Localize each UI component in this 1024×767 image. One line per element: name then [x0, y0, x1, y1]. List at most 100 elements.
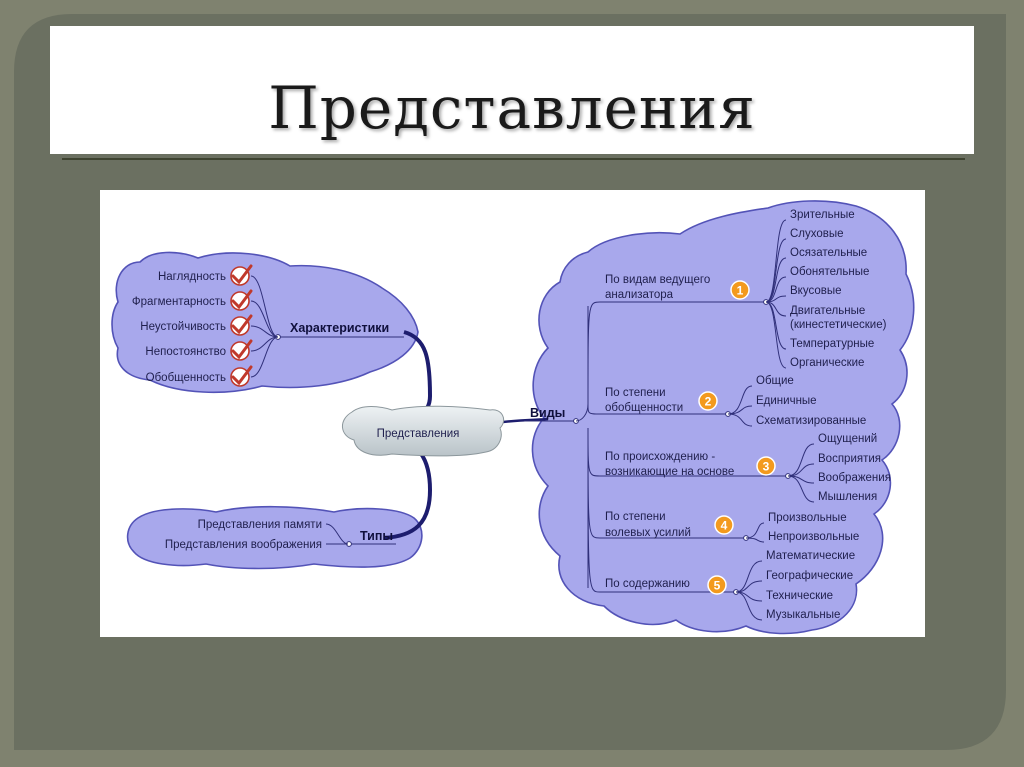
kind-item-link: [745, 537, 765, 543]
characteristic-item[interactable]: Обобщенность: [146, 336, 279, 387]
characteristic-item[interactable]: Непостоянство: [145, 336, 279, 361]
kind-item[interactable]: Восприятия: [787, 453, 881, 477]
kind-item-label: Географические: [766, 570, 853, 582]
kind-item-label: Воображения: [818, 472, 891, 484]
kind-item-label: Органические: [790, 357, 864, 369]
type-label: Представления памяти: [198, 519, 322, 531]
type-item[interactable]: Представления памяти: [198, 519, 349, 545]
characteristics-cloud: [111, 251, 419, 393]
number-badge-label: 5: [714, 579, 721, 593]
kind-item-label: Технические: [766, 590, 833, 602]
characteristic-label: Непостоянство: [145, 346, 226, 358]
kind-item[interactable]: Математические: [735, 550, 855, 593]
group-label: По видам ведущего: [605, 274, 710, 286]
kind-item[interactable]: Осязательные: [765, 247, 867, 303]
kind-item-label: Восприятия: [818, 453, 881, 465]
number-badge: 2: [698, 391, 718, 411]
characteristics-heading: Характеристики: [290, 321, 389, 335]
center-node-shape: [342, 405, 505, 457]
number-badge-label: 4: [721, 519, 728, 533]
mind-map: Представления Характеристики Наглядность…: [111, 200, 915, 635]
mind-map-panel: Представления Характеристики Наглядность…: [100, 190, 925, 637]
title-box: [50, 26, 974, 154]
characteristic-label: Наглядность: [158, 271, 226, 283]
kind-item[interactable]: Музыкальные: [735, 591, 840, 621]
kind-item-link: [787, 443, 815, 477]
kind-item-link: [787, 475, 815, 503]
kind-item[interactable]: Органические: [765, 301, 864, 369]
characteristic-link: [250, 336, 279, 378]
kind-item-link: [727, 413, 753, 427]
kind-item-label: Общие: [756, 375, 794, 387]
number-badge-label: 1: [737, 284, 744, 298]
title-underline: [62, 158, 965, 160]
kind-item[interactable]: Схематизированные: [727, 413, 866, 427]
kinds-group-4[interactable]: По степени волевых усилий 4 ПроизвольныеНеп…: [587, 427, 859, 543]
group-link: [587, 427, 736, 593]
kind-item-label: Непроизвольные: [768, 531, 859, 543]
type-label: Представления воображения: [165, 539, 322, 551]
characteristic-item[interactable]: Наглядность: [158, 264, 279, 338]
kind-item-label: Слуховые: [790, 228, 844, 240]
kind-item-label: Произвольные: [768, 512, 847, 524]
kind-item[interactable]: Непроизвольные: [745, 531, 859, 543]
kind-item-link: [735, 591, 763, 621]
characteristic-label: Неустойчивость: [140, 321, 226, 333]
check-icon: [230, 314, 253, 336]
group-label: По происхождению -: [605, 451, 715, 463]
kind-item-link: [765, 276, 787, 303]
group-link: [587, 301, 766, 405]
characteristic-item[interactable]: Фрагментарность: [132, 289, 279, 338]
kind-item-link: [735, 560, 763, 593]
kind-item[interactable]: Географические: [735, 570, 853, 593]
kind-item-link: [787, 463, 815, 477]
check-icon: [230, 365, 253, 387]
kind-item-label: Ощущений: [818, 433, 877, 445]
characteristic-item[interactable]: Неустойчивость: [140, 314, 279, 338]
kind-item-label: Двигательные: [790, 305, 865, 317]
types-cloud: [126, 505, 423, 570]
characteristic-link: [250, 275, 279, 338]
group-label: По степени: [605, 511, 666, 523]
group-label: возникающие на основе: [605, 466, 734, 478]
kind-item-label: Мышления: [818, 491, 877, 503]
kinds-cloud: [531, 200, 915, 635]
kind-item[interactable]: Общие: [727, 375, 794, 415]
check-icon: [230, 339, 253, 361]
kinds-group-3[interactable]: По происхождению - возникающие на основе 3…: [587, 427, 891, 503]
kind-item-label: Единичные: [756, 395, 817, 407]
number-badge: 3: [756, 456, 776, 476]
kinds-heading: Виды: [530, 406, 565, 420]
characteristic-link: [250, 300, 279, 338]
number-badge: 1: [730, 280, 750, 300]
kind-item[interactable]: Произвольные: [745, 512, 847, 539]
center-node-label: Представления: [377, 428, 460, 440]
characteristic-link: [250, 325, 279, 338]
kind-item[interactable]: (кинестетические): [790, 319, 887, 331]
characteristic-label: Фрагментарность: [132, 296, 226, 308]
kind-item-label: Вкусовые: [790, 285, 842, 297]
kind-item-link: [727, 385, 753, 415]
center-node[interactable]: Представления: [342, 405, 505, 457]
check-icon: [230, 289, 253, 311]
kind-item-label: Температурные: [790, 338, 874, 350]
type-item[interactable]: Представления воображения: [165, 539, 348, 551]
number-badge: 5: [707, 575, 727, 595]
group-link: [587, 403, 728, 415]
kind-item-link: [735, 580, 763, 593]
group-label: волевых усилий: [605, 527, 691, 539]
number-badge-label: 3: [763, 460, 770, 474]
number-badge-label: 2: [705, 395, 712, 409]
kind-item-link: [765, 301, 787, 369]
kind-item[interactable]: Ощущений: [787, 433, 877, 477]
kind-item-label: Осязательные: [790, 247, 867, 259]
kind-item[interactable]: Мышления: [787, 475, 877, 503]
kind-item-link: [765, 257, 787, 303]
kind-item-label: (кинестетические): [790, 319, 887, 331]
group-label: По степени: [605, 387, 666, 399]
kind-item[interactable]: Обонятельные: [765, 266, 869, 303]
number-badge: 4: [714, 515, 734, 535]
